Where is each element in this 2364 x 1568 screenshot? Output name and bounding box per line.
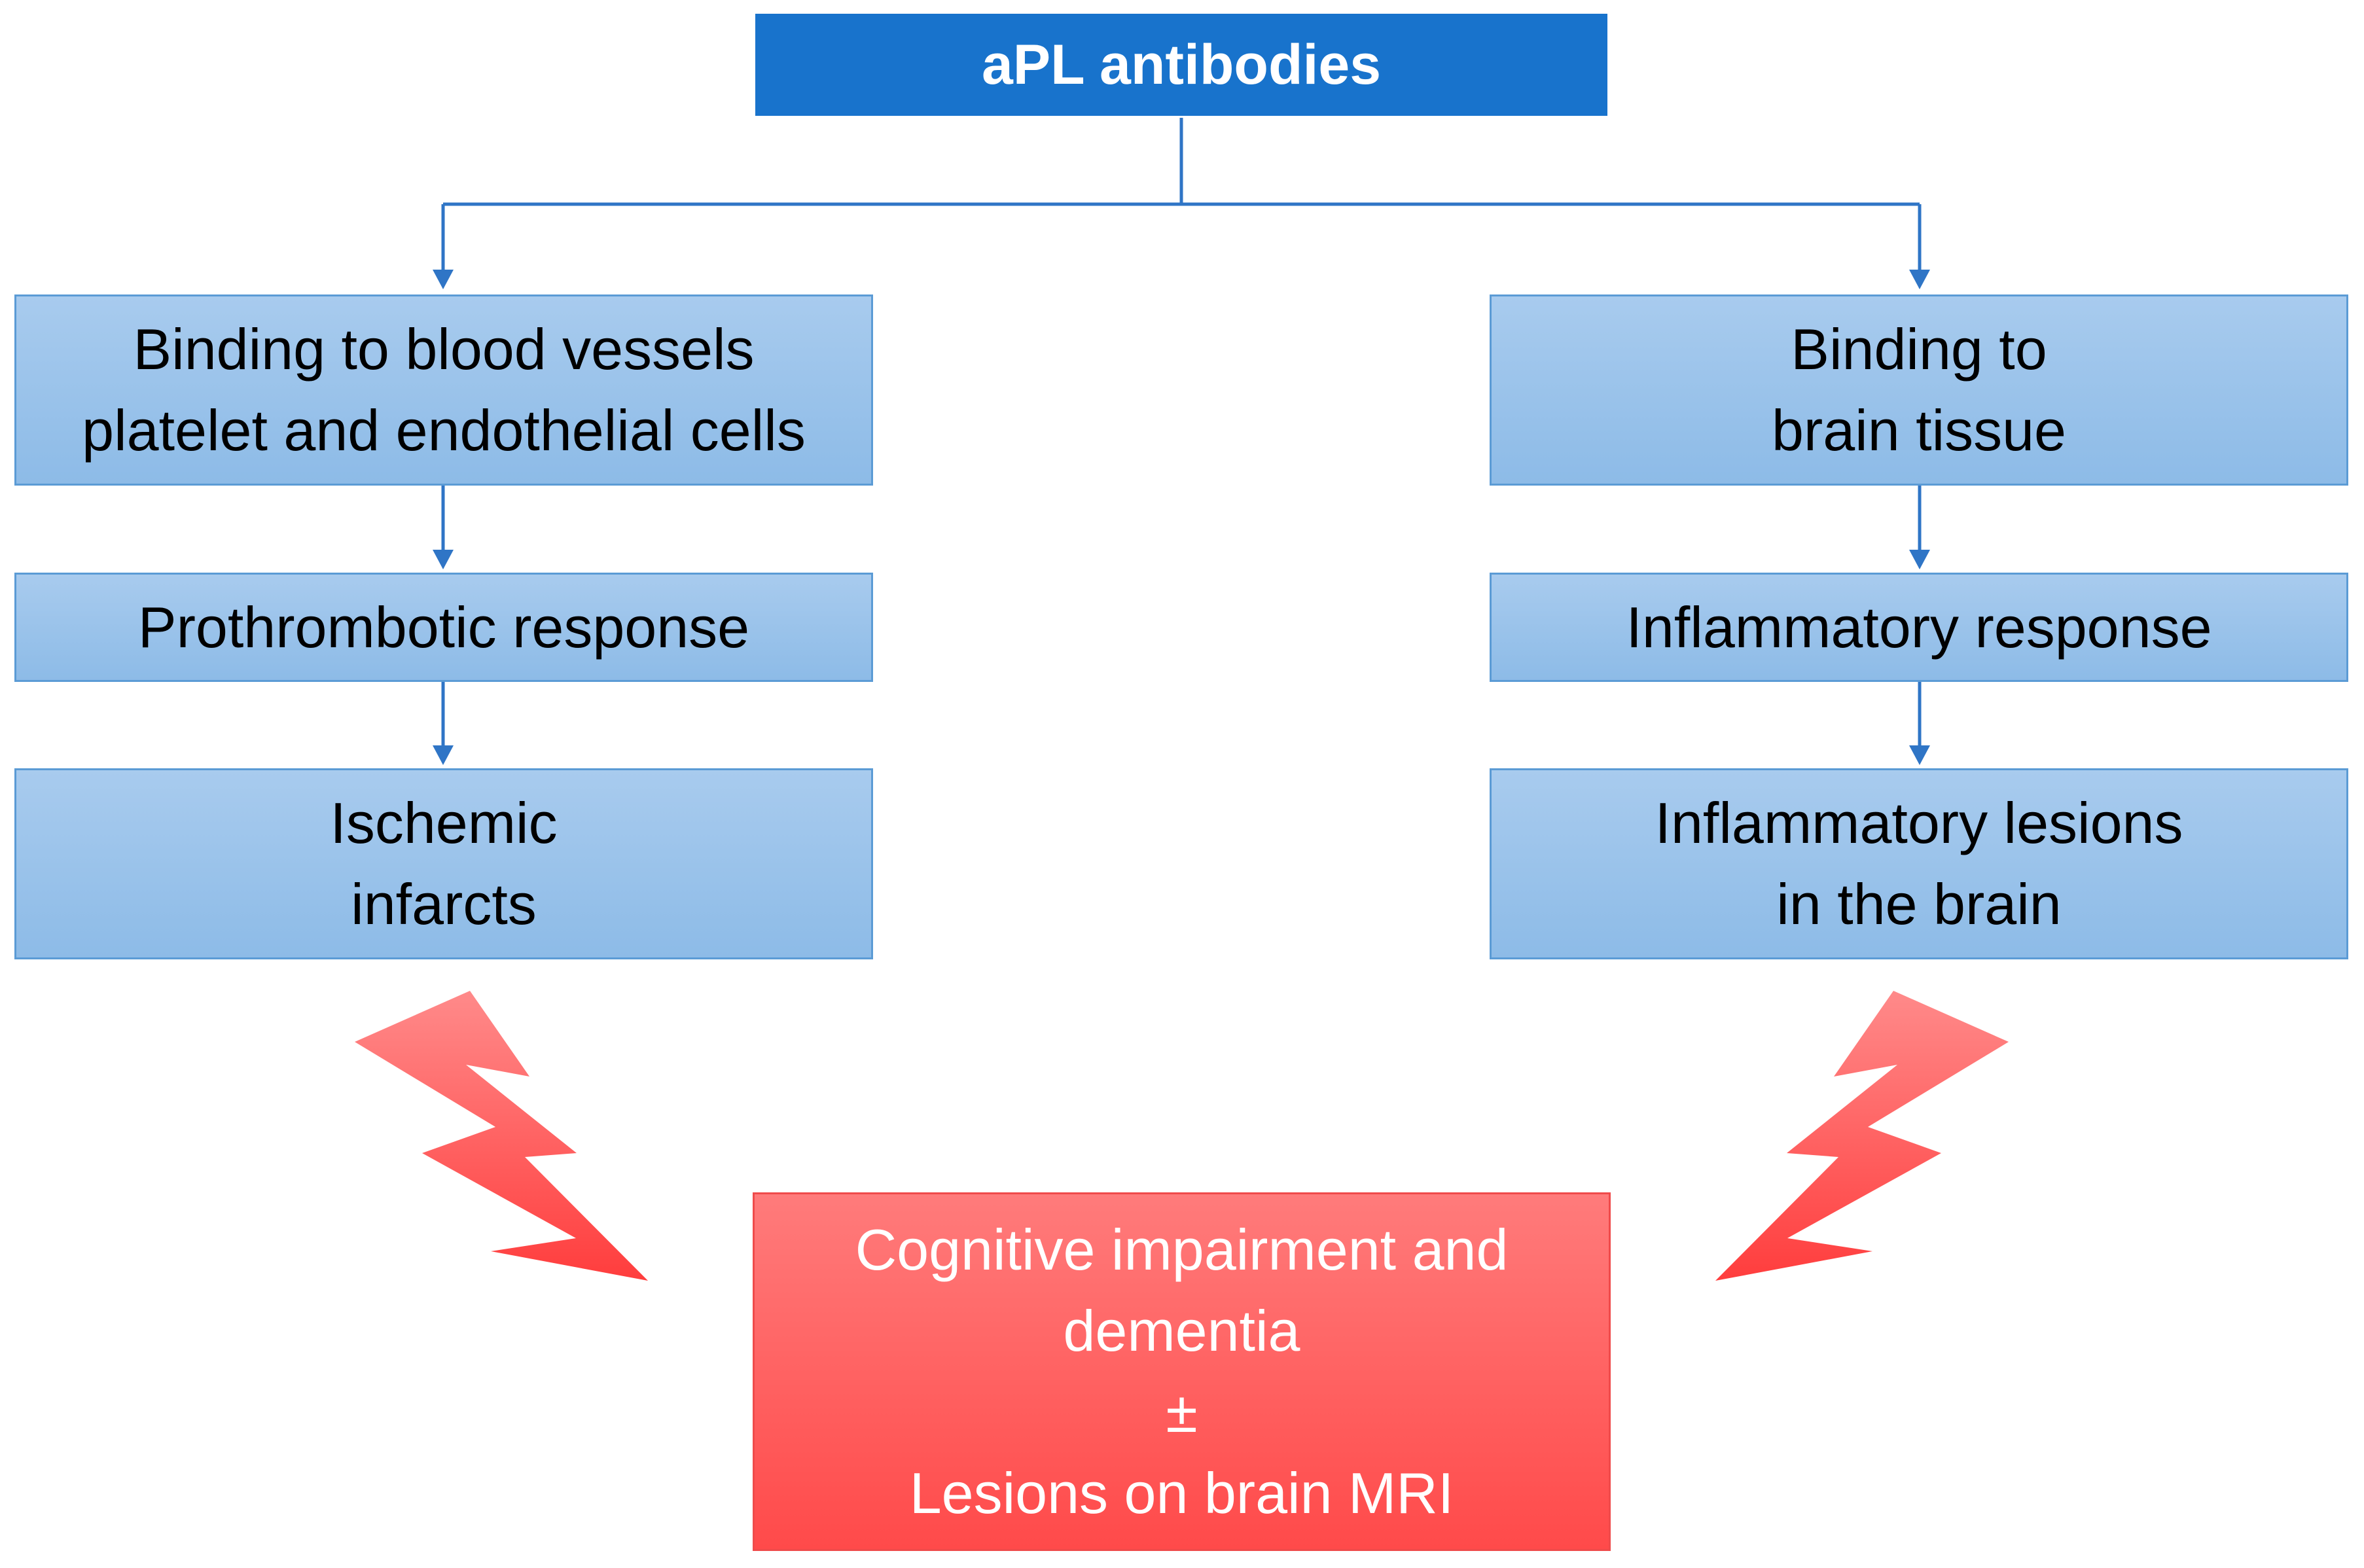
inflammatory-response-label: Inflammatory response: [1626, 594, 2212, 660]
ischemic-infarcts-node: Ischemic infarcts: [14, 768, 873, 959]
brain-binding-line-2: brain tissue: [1771, 398, 2066, 463]
split-connector: [443, 118, 1920, 206]
result-line-2: dementia: [1063, 1298, 1300, 1363]
arrowhead-icon: [1909, 745, 1930, 765]
inflammatory-response-node: Inflammatory response: [1490, 573, 2348, 682]
antibodies-label: aPL antibodies: [981, 33, 1382, 96]
inflammatory-lesions-line-2: in the brain: [1776, 872, 2062, 936]
lightning-bolt-icon: [355, 991, 648, 1281]
vessel-binding-line-2: platelet and endothelial cells: [82, 398, 806, 463]
vessel-binding-line-1: Binding to blood vessels: [133, 317, 755, 382]
arrowhead-icon: [1909, 270, 1930, 289]
result-line-1: Cognitive impairment and: [855, 1217, 1509, 1282]
ischemic-infarcts-line-1: Ischemic: [330, 791, 558, 855]
cognitive-impairment-node: Cognitive impairment and dementia ± Lesi…: [753, 1192, 1611, 1551]
arrowhead-icon: [1909, 550, 1930, 569]
inflammatory-lesions-line-1: Inflammatory lesions: [1655, 791, 2183, 855]
brain-binding-node: Binding to brain tissue: [1490, 294, 2348, 486]
ischemic-infarcts-line-2: infarcts: [351, 872, 537, 936]
arrowhead-icon: [433, 270, 454, 289]
brain-binding-line-1: Binding to: [1791, 317, 2047, 382]
plus-minus-symbol: ±: [1166, 1380, 1198, 1444]
result-line-4: Lesions on brain MRI: [909, 1461, 1454, 1525]
arrowhead-icon: [433, 550, 454, 569]
antibodies-node: aPL antibodies: [755, 14, 1607, 116]
lightning-bolt-icon: [1715, 991, 2009, 1281]
arrowhead-icon: [433, 745, 454, 765]
inflammatory-lesions-node: Inflammatory lesions in the brain: [1490, 768, 2348, 959]
prothrombotic-response-label: Prothrombotic response: [137, 594, 750, 660]
vessel-binding-node: Binding to blood vessels platelet and en…: [14, 294, 873, 486]
prothrombotic-response-node: Prothrombotic response: [14, 573, 873, 682]
